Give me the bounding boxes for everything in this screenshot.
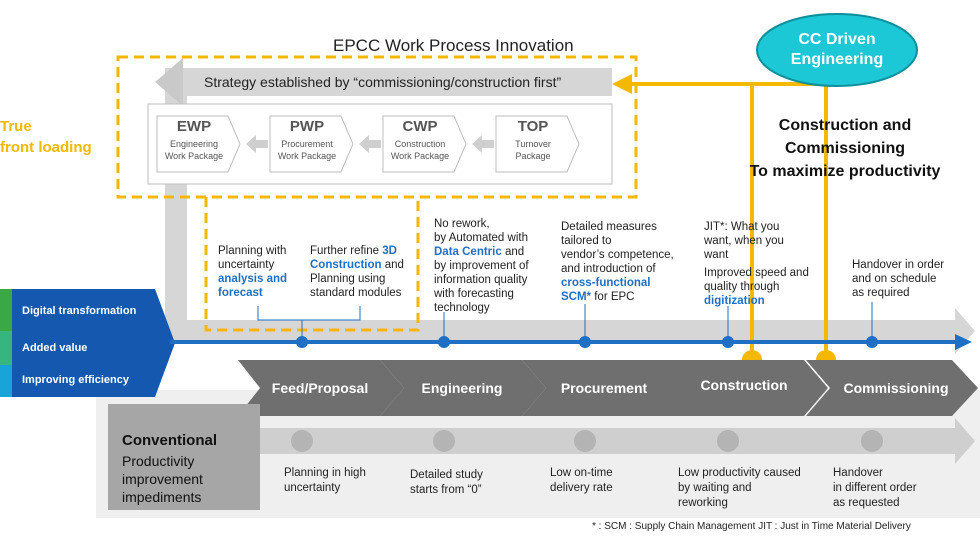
cc-driven-label: CC Driven Engineering	[790, 31, 884, 68]
label-improving-efficiency: Improving efficiency	[22, 374, 129, 386]
front-loading-label: True front loading	[0, 116, 92, 158]
note-cross-functional-scm: Detailed measures tailored to vendor’s c…	[561, 221, 674, 303]
note-3d-construction: Further refine 3D Construction and Plann…	[310, 245, 404, 299]
conventional-arrow	[258, 418, 975, 464]
strategy-label: Strategy established by “commissioning/c…	[204, 74, 562, 90]
stage-procurement: Procurement	[560, 380, 648, 396]
frontloading-frame	[116, 55, 638, 199]
label-digital-transformation: Digital transformation	[22, 305, 137, 317]
value-pennant	[12, 289, 175, 397]
stage-engineering: Engineering	[421, 380, 503, 396]
frontloading-lower-frame	[204, 197, 420, 332]
goal-text: Construction and Commissioning To maximi…	[749, 117, 941, 180]
diagram-title: EPCC Work Process Innovation	[333, 36, 574, 55]
note-data-centric: No rework, by Automated with Data Centri…	[434, 218, 529, 314]
innovation-path-arrow	[165, 308, 975, 354]
strategy-arrowhead	[155, 58, 183, 106]
package-abbr: TOP	[517, 118, 549, 135]
stage-feed-proposal: Feed/Proposal	[271, 380, 369, 396]
front-loading-line1: True	[0, 118, 32, 135]
conventional-box	[108, 404, 260, 510]
strategy-bar	[165, 68, 612, 96]
conventional-subtitle: Productivity improvement impediments	[122, 453, 203, 505]
package-abbr: CWP	[402, 118, 438, 135]
label-added-value: Added value	[22, 342, 88, 354]
timeline-arrowhead	[955, 334, 972, 350]
note-handover-order: Handover in order and on schedule as req…	[852, 259, 945, 299]
package-abbr: EWP	[176, 118, 212, 135]
stage-construction: Construction	[700, 377, 788, 393]
note-jit-digitization: JIT*: What you want, when you want Impro…	[704, 221, 809, 307]
conventional-title: Conventional	[122, 432, 218, 449]
footnote: * : SCM : Supply Chain Management JIT : …	[592, 521, 911, 532]
stage-commissioning: Commissioning	[843, 380, 949, 396]
package-abbr: PWP	[289, 118, 325, 135]
note-planning-uncertainty: Planning with uncertainty analysis and f…	[218, 245, 288, 299]
gold-arrowhead	[612, 74, 632, 94]
front-loading-line2: front loading	[0, 139, 92, 156]
cc-driven-bubble	[756, 13, 918, 87]
